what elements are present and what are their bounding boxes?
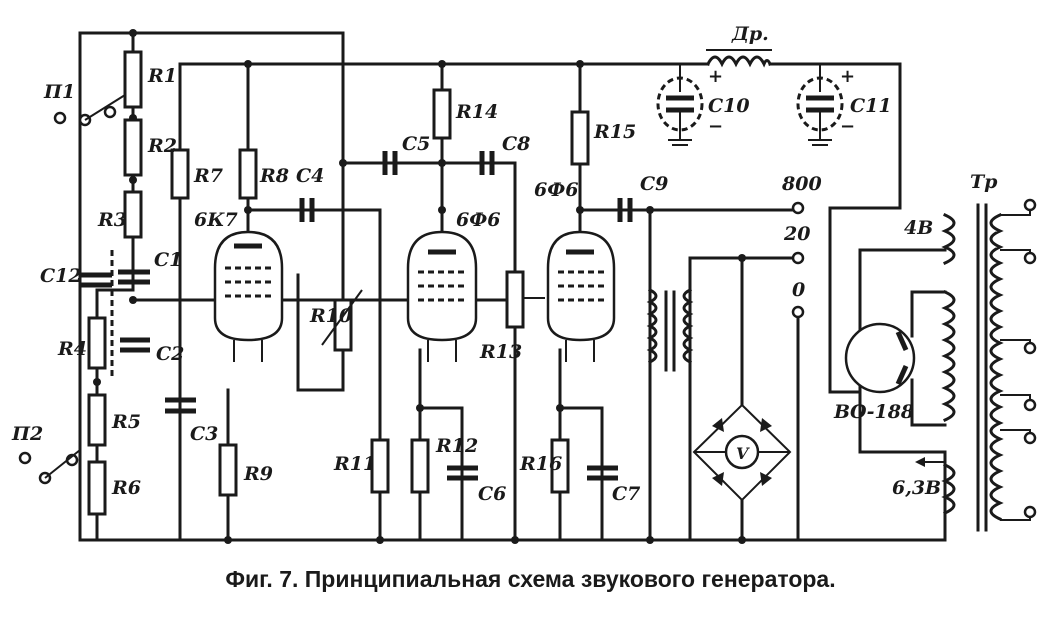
resistor-r1 bbox=[123, 50, 143, 109]
output-terminal-0[interactable] bbox=[791, 305, 805, 319]
c6-line bbox=[418, 406, 464, 542]
output-terminal-20[interactable] bbox=[791, 251, 805, 265]
component-labels: П1 П2 R1 R2 R3 R4 R5 R6 R7 R8 R9 R10 R11… bbox=[11, 23, 998, 505]
label-c12: C12 bbox=[40, 265, 82, 287]
c7-line bbox=[558, 406, 604, 542]
resistor-r10 bbox=[333, 298, 353, 352]
label-r5: R5 bbox=[111, 411, 141, 433]
meter-bridge bbox=[692, 403, 792, 502]
top-rail-left bbox=[78, 31, 345, 297]
resistors bbox=[87, 50, 590, 516]
label-c10-minus: − bbox=[708, 116, 723, 137]
resistor-r16 bbox=[550, 438, 570, 494]
rectifier-tube bbox=[844, 248, 947, 427]
label-transformer: Тр bbox=[970, 171, 998, 193]
label-r13: R13 bbox=[479, 341, 522, 363]
label-r2: R2 bbox=[147, 135, 177, 157]
voltmeter bbox=[724, 434, 760, 470]
label-c9: C9 bbox=[640, 173, 668, 195]
resistor-r7 bbox=[170, 148, 190, 200]
label-c4: C4 bbox=[296, 165, 324, 187]
mains-tap-5[interactable] bbox=[1023, 431, 1037, 445]
mains-tap-4[interactable] bbox=[1023, 398, 1037, 412]
figure-caption: Фиг. 7. Принципиальная схема звукового г… bbox=[225, 566, 836, 592]
label-out-20: 20 bbox=[783, 223, 810, 245]
label-c10-plus: + bbox=[708, 66, 723, 87]
label-c10: C10 bbox=[708, 95, 750, 117]
label-tube-6f6-first: 6Ф6 bbox=[456, 209, 500, 231]
label-r9: R9 bbox=[243, 463, 273, 485]
resistor-r14 bbox=[432, 88, 452, 140]
label-out-800: 800 bbox=[781, 173, 822, 195]
schematic-diagram: П1 П2 R1 R2 R3 R4 R5 R6 R7 R8 R9 R10 R11… bbox=[11, 23, 1037, 544]
label-c3: C3 bbox=[190, 423, 218, 445]
resistor-r8 bbox=[238, 148, 258, 200]
mains-tap-3[interactable] bbox=[1023, 341, 1037, 355]
label-tube-6k7: 6К7 bbox=[194, 209, 238, 231]
label-r3: R3 bbox=[97, 209, 127, 231]
capacitor-c10 bbox=[656, 64, 704, 146]
resistor-r3 bbox=[123, 190, 143, 239]
switch-p1 bbox=[53, 94, 126, 127]
choke-dr bbox=[705, 55, 772, 68]
label-choke: Др. bbox=[731, 23, 769, 45]
resistor-r15 bbox=[570, 110, 590, 166]
resistor-r6 bbox=[87, 460, 107, 516]
label-r12: R12 bbox=[435, 435, 478, 457]
capacitors bbox=[80, 151, 633, 481]
label-c8: C8 bbox=[502, 133, 530, 155]
label-r8: R8 bbox=[259, 165, 289, 187]
label-r10: R10 bbox=[309, 305, 352, 327]
label-r7: R7 bbox=[193, 165, 223, 187]
mains-tap-1[interactable] bbox=[1023, 198, 1037, 212]
output-transformer bbox=[646, 287, 694, 372]
junction-dots bbox=[93, 29, 746, 544]
capacitor-c11 bbox=[796, 64, 844, 146]
label-c2: C2 bbox=[156, 343, 184, 365]
label-c11-plus: + bbox=[840, 66, 855, 87]
label-p2: П2 bbox=[11, 423, 43, 445]
tube-6k7 bbox=[213, 230, 284, 362]
resistor-r2 bbox=[123, 118, 143, 177]
label-r14: R14 bbox=[455, 101, 498, 123]
label-r6: R6 bbox=[111, 477, 141, 499]
resistor-r13 bbox=[505, 270, 525, 329]
tube-6f6-second bbox=[546, 230, 616, 362]
label-c7: C7 bbox=[612, 483, 640, 505]
label-r11: R11 bbox=[333, 453, 376, 475]
r10-wiper bbox=[321, 289, 363, 346]
label-tap-4v: 4В bbox=[904, 217, 933, 239]
label-r1: R1 bbox=[147, 65, 177, 87]
resistor-r4 bbox=[87, 316, 107, 370]
label-p1: П1 bbox=[43, 81, 75, 103]
label-tube-6f6-second: 6Ф6 bbox=[534, 179, 578, 201]
resistor-r5 bbox=[87, 393, 107, 447]
label-c5: C5 bbox=[402, 133, 430, 155]
label-r16: R16 bbox=[519, 453, 562, 475]
switch-p2 bbox=[18, 449, 81, 485]
label-voltmeter: V bbox=[736, 444, 750, 463]
resistor-r12 bbox=[410, 438, 430, 494]
power-transformer bbox=[915, 198, 1037, 532]
resistor-r9 bbox=[218, 443, 238, 497]
label-out-0: 0 bbox=[792, 279, 805, 301]
resistor-r11 bbox=[370, 438, 390, 494]
label-rectifier: ВО-188 bbox=[833, 401, 914, 423]
label-tap-6-3v: 6,3В bbox=[892, 477, 941, 499]
mains-tap-2[interactable] bbox=[1023, 251, 1037, 265]
tube-6f6-first bbox=[406, 230, 478, 362]
label-c11: C11 bbox=[850, 95, 892, 117]
label-r15: R15 bbox=[593, 121, 636, 143]
label-c1: C1 bbox=[154, 249, 182, 271]
b-plus-to-transformer bbox=[828, 206, 902, 394]
label-c11-minus: − bbox=[840, 116, 855, 137]
label-c6: C6 bbox=[478, 483, 506, 505]
mains-tap-6[interactable] bbox=[1023, 505, 1037, 519]
label-r4: R4 bbox=[57, 338, 87, 360]
output-terminal-800[interactable] bbox=[791, 201, 805, 215]
